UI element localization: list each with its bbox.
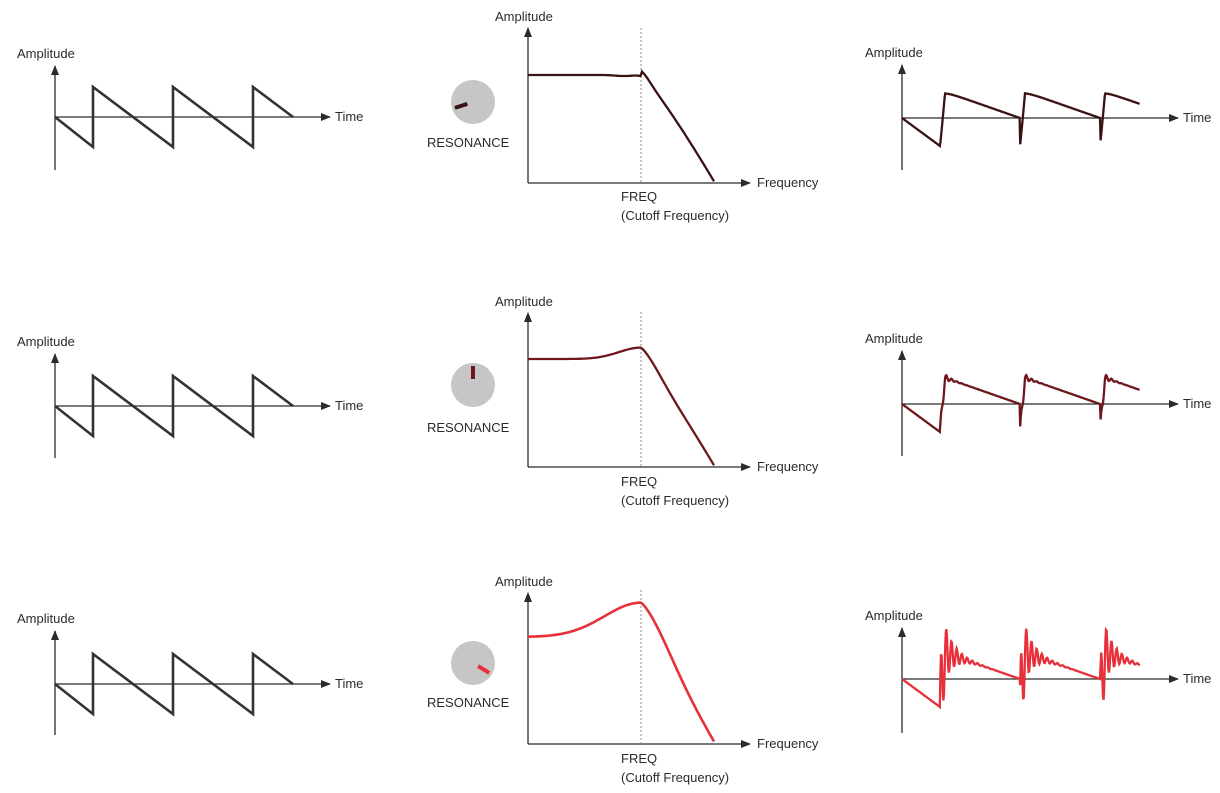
resonance-label: RESONANCE: [427, 695, 510, 710]
time-label: Time: [1183, 396, 1211, 411]
time-label: Time: [335, 398, 363, 413]
amplitude-label: Amplitude: [17, 611, 75, 626]
resonance-label: RESONANCE: [427, 135, 510, 150]
output-waveform-panel: Amplitude Time: [865, 608, 1211, 733]
frequency-label: Frequency: [757, 459, 819, 474]
output-waveform: [901, 626, 1141, 710]
output-waveform: [901, 373, 1140, 435]
row-3: Amplitude Time Amplitude Frequency FREQ …: [17, 574, 1211, 785]
output-waveform-panel: Amplitude Time: [865, 331, 1211, 456]
filter-response-panel: Amplitude Frequency FREQ (Cutoff Frequen…: [427, 294, 819, 508]
filter-response-curve: [528, 601, 716, 743]
row-2: Amplitude Time Amplitude Frequency FREQ …: [17, 294, 1211, 508]
time-label: Time: [1183, 671, 1211, 686]
amplitude-label: Amplitude: [17, 334, 75, 349]
resonance-knob: [451, 641, 495, 685]
knob-pointer: [477, 664, 491, 675]
amplitude-label: Amplitude: [865, 331, 923, 346]
knob-pointer: [454, 101, 468, 110]
time-label: Time: [1183, 110, 1211, 125]
input-waveform-panel: Amplitude Time: [17, 611, 363, 735]
knob-dial: [451, 363, 495, 407]
input-waveform-panel: Amplitude Time: [17, 334, 363, 458]
output-waveform: [901, 91, 1140, 149]
amplitude-label: Amplitude: [865, 45, 923, 60]
row-1: Amplitude Time Amplitude Frequency FREQ …: [17, 9, 1211, 223]
time-label: Time: [335, 109, 363, 124]
filter-response-curve: [528, 346, 715, 466]
resonance-knob: [451, 80, 495, 124]
filter-response-panel: Amplitude Frequency FREQ (Cutoff Frequen…: [427, 9, 819, 223]
freq-label: FREQ: [621, 751, 657, 766]
knob-dial: [451, 641, 495, 685]
filter-response-curve: [528, 69, 715, 182]
amplitude-label: Amplitude: [495, 294, 553, 309]
input-sawtooth-wave: [54, 84, 294, 150]
filter-response-panel: Amplitude Frequency FREQ (Cutoff Frequen…: [427, 574, 819, 785]
amplitude-label: Amplitude: [495, 9, 553, 24]
amplitude-label: Amplitude: [495, 574, 553, 589]
frequency-label: Frequency: [757, 175, 819, 190]
freq-label: FREQ: [621, 474, 657, 489]
cutoff-frequency-label: (Cutoff Frequency): [621, 493, 729, 508]
freq-label: FREQ: [621, 189, 657, 204]
resonance-label: RESONANCE: [427, 420, 510, 435]
amplitude-label: Amplitude: [865, 608, 923, 623]
input-waveform-panel: Amplitude Time: [17, 46, 363, 170]
cutoff-frequency-label: (Cutoff Frequency): [621, 770, 729, 785]
input-sawtooth-wave: [54, 651, 294, 717]
input-sawtooth-wave: [54, 373, 294, 439]
amplitude-label: Amplitude: [17, 46, 75, 61]
output-waveform-panel: Amplitude Time: [865, 45, 1211, 170]
frequency-label: Frequency: [757, 736, 819, 751]
resonance-knob: [451, 363, 495, 407]
knob-dial: [451, 80, 495, 124]
time-label: Time: [335, 676, 363, 691]
cutoff-frequency-label: (Cutoff Frequency): [621, 208, 729, 223]
